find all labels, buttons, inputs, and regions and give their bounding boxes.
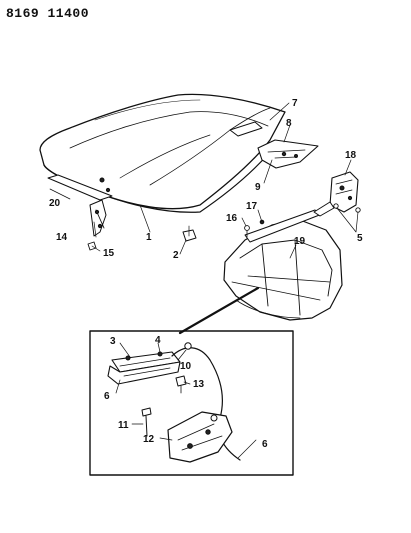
- callout-9: 9: [255, 182, 261, 193]
- callout-11: 11: [118, 420, 129, 431]
- detail-inset: [89, 330, 294, 476]
- callout-3: 3: [110, 336, 116, 347]
- callout-labels: 1 2 3 4 5 6 6 7 8 9 10 11 12 13 14 15 16…: [49, 98, 363, 450]
- detail-leader-line: [178, 286, 260, 335]
- fender-bracket: [329, 171, 361, 213]
- callout-19: 19: [294, 236, 306, 247]
- callout-4: 4: [155, 335, 161, 346]
- callout-6-b: 6: [262, 439, 268, 450]
- callout-2: 2: [173, 250, 179, 261]
- radiator-support: [223, 201, 343, 321]
- hood-latch-bracket: [257, 139, 319, 169]
- hood-hinge: [87, 199, 107, 251]
- callout-6-a: 6: [104, 391, 110, 402]
- leader-lines: [49, 102, 359, 459]
- callout-16: 16: [226, 213, 238, 224]
- callout-13: 13: [193, 379, 205, 390]
- bumper-stop: [182, 225, 197, 242]
- callout-1: 1: [146, 232, 152, 243]
- callout-7: 7: [292, 98, 298, 109]
- callout-15: 15: [103, 248, 115, 259]
- reference-code: 8169 11400: [6, 6, 90, 21]
- callout-12: 12: [143, 434, 155, 445]
- hood-panel: [39, 93, 286, 213]
- callout-20: 20: [49, 198, 61, 209]
- callout-10: 10: [180, 361, 192, 372]
- callout-5: 5: [357, 233, 363, 244]
- callout-14: 14: [56, 232, 68, 243]
- callout-17: 17: [246, 201, 258, 212]
- callout-18: 18: [345, 150, 357, 161]
- callout-8: 8: [286, 118, 292, 129]
